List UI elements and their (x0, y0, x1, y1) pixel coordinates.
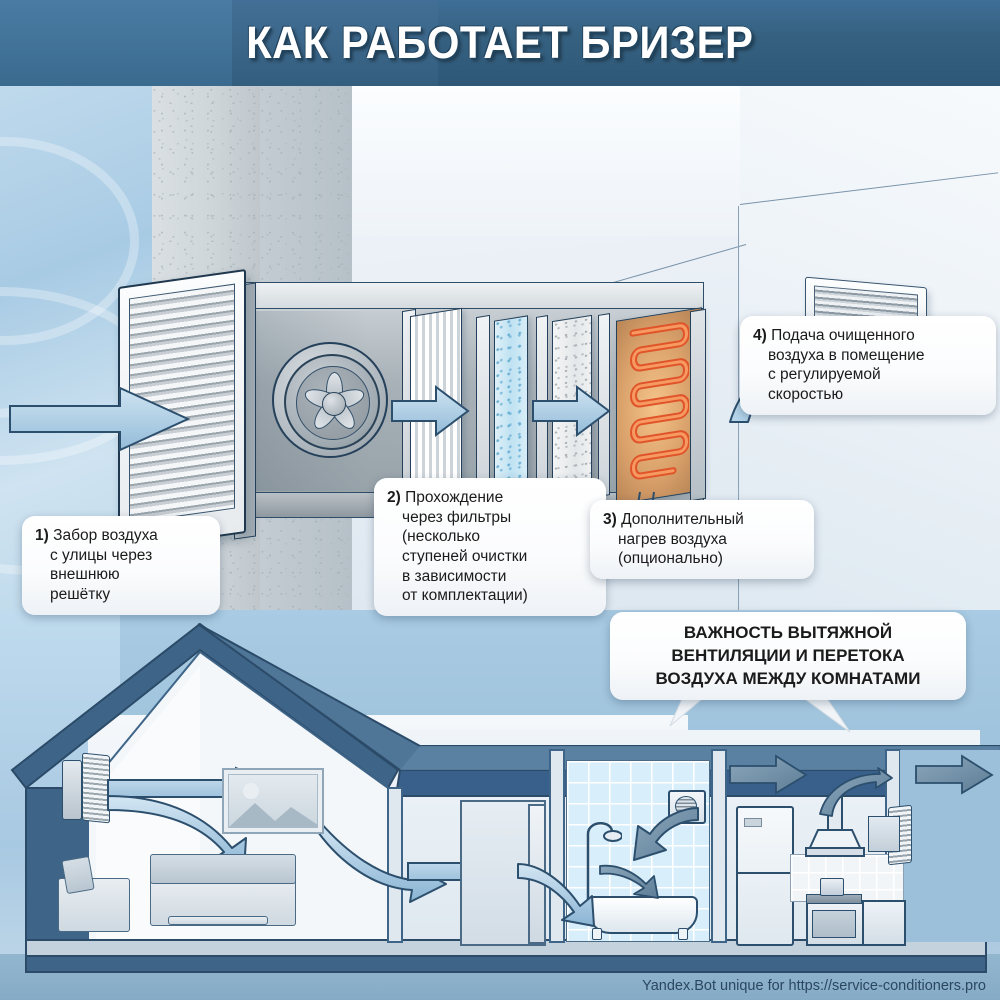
kitchen-backsplash (790, 854, 904, 902)
callout-line: нагрев воздуха (618, 530, 727, 548)
refrigerator-icon (736, 806, 794, 946)
callout-line: воздуха в помещение (768, 346, 925, 364)
callout-line: с улицы через (50, 546, 153, 564)
heater-coil-icon (616, 307, 702, 505)
header-left-block (0, 0, 232, 86)
arrow-through-filters-icon (391, 385, 470, 438)
vent-duct-box (868, 816, 900, 852)
callout-supply: 4) Подача очищенного воздуха в помещение с… (740, 316, 996, 415)
callout-line: ВОЗДУХА МЕЖДУ КОМНАТАМИ (655, 668, 921, 688)
callout-line: 2) Прохождение (387, 489, 504, 506)
callout-line: с регулируемой (768, 366, 881, 384)
callout-line: скоростью (768, 386, 844, 404)
arrow-to-hall-icon (317, 818, 448, 904)
filter-frame (476, 314, 490, 498)
callout-air-intake: 1) Забор воздуха с улицы через внешнюю решё… (22, 516, 220, 615)
heater-serpentine (623, 318, 689, 494)
arrow-bath-exhaust-icon (628, 802, 700, 868)
heater-frame (690, 308, 706, 502)
callout-line: (опционально) (618, 550, 723, 568)
callout-line: от комплектации) (402, 587, 528, 605)
kitchen-counter (862, 900, 906, 946)
callout-exhaust-importance: ВАЖНОСТЬ ВЫТЯЖНОЙ ВЕНТИЛЯЦИИ И ПЕРЕТОКА ВО… (610, 612, 966, 701)
carbon-filter-icon (494, 315, 528, 497)
fan-ring (284, 354, 380, 450)
arrow-bath-flow-icon (599, 860, 666, 900)
fan-hub (322, 392, 346, 416)
cooking-pot-icon (820, 878, 844, 896)
callout-line: ВЕНТИЛЯЦИИ И ПЕРЕТОКА (671, 645, 905, 665)
arrow-intake-icon (9, 386, 191, 456)
duct-top-panel (236, 282, 704, 310)
callout-line: в зависимости (402, 567, 507, 585)
page-title: КАК РАБОТАЕТ БРИЗЕР (246, 17, 754, 68)
arrow-to-heater-icon (532, 385, 611, 438)
callout-line: (несколько (402, 528, 481, 546)
fan-impeller (296, 366, 370, 440)
breezer-unit-outer (62, 760, 82, 820)
armchair-back (61, 855, 95, 895)
arrow-kitchen-hood-icon (818, 767, 893, 818)
sofa-back (150, 854, 296, 884)
house-cutaway-scene (0, 610, 1000, 1000)
footer-credit: Yandex.Bot unique for https://service-co… (642, 978, 986, 994)
arrow-kitchen-out-icon (915, 754, 994, 795)
coffee-table-icon (168, 916, 268, 925)
breezer-unit-icon (82, 752, 110, 824)
framed-picture-icon (222, 768, 324, 834)
arrow-bath-in-icon (517, 862, 600, 928)
callout-line: 3) Дополнительный (603, 511, 744, 528)
callout-line: ступеней очистки (402, 548, 528, 566)
callout-line: 4) Подача очищенного (753, 327, 915, 344)
callout-line: 1) Забор воздуха (35, 527, 158, 544)
arrow-kitchen-in-icon (729, 754, 808, 795)
callout-line: ВАЖНОСТЬ ВЫТЯЖНОЙ (683, 623, 893, 642)
bathtub-icon (588, 896, 698, 934)
callout-heating: 3) Дополнительный нагрев воздуха (опционал… (590, 500, 814, 580)
oven-window (812, 910, 856, 938)
callout-line: через фильтры (402, 508, 512, 526)
header-bar: КАК РАБОТАЕТ БРИЗЕР (0, 0, 1000, 86)
header-mid-block (232, 0, 438, 86)
banner-tail-left (669, 694, 709, 727)
callout-line: решётку (50, 586, 111, 604)
banner-tail-right (797, 694, 851, 733)
callout-filters: 2) Прохождение через фильтры (несколько сту… (374, 478, 606, 617)
callout-line: внешнюю (50, 566, 120, 584)
fan-icon (272, 342, 388, 458)
